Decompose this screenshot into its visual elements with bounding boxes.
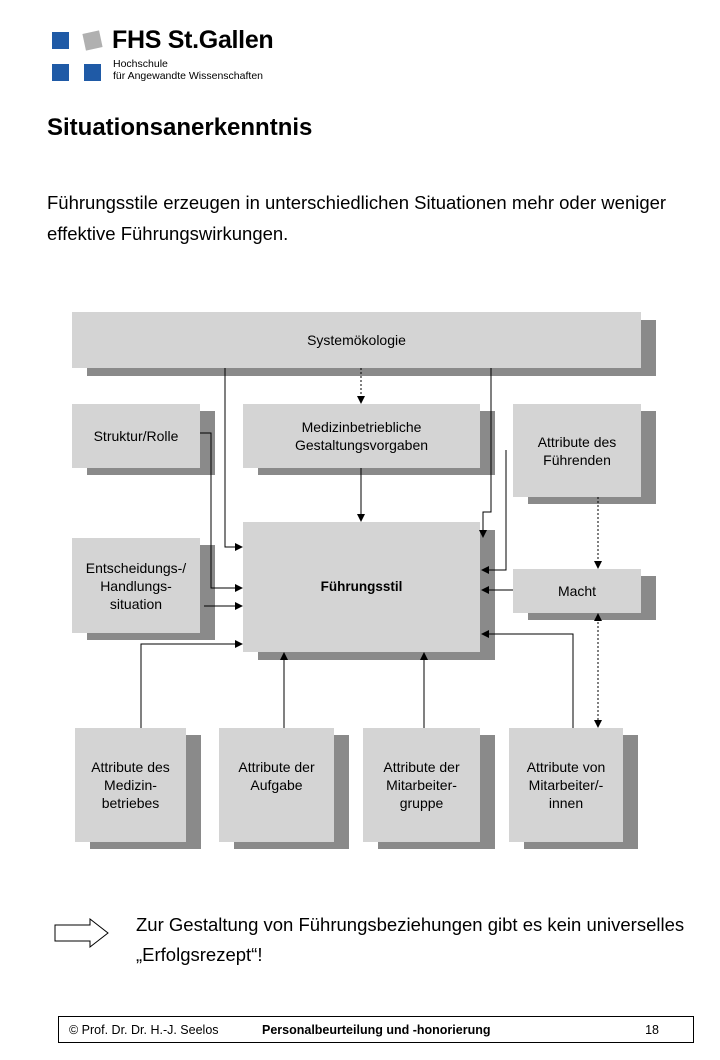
arrow-mitarbeiter-fuehrungsstil [481, 630, 574, 728]
page-title: Situationsanerkenntnis [47, 114, 313, 141]
box-fuehrungsstil: Führungsstil [243, 522, 480, 652]
arrow-struktur-fuehrungsstil [200, 432, 243, 592]
conclusion-text: Zur Gestaltung von Führungsbeziehungen g… [136, 914, 685, 965]
box-entscheidungssituation: Entscheidungs-/Handlungs-situation [72, 538, 200, 633]
logo-square-1 [52, 32, 69, 49]
footer: © Prof. Dr. Dr. H.-J. Seelos Personalbeu… [58, 1016, 694, 1043]
arrow-systemoekologie-left [224, 368, 243, 551]
box-systemoekologie: Systemökologie [72, 312, 641, 368]
logo-name: FHS St.Gallen [112, 26, 274, 54]
arrow-fuehrende-fuehrungsstil [481, 450, 507, 574]
conclusion-arrow-icon [54, 918, 109, 948]
intro-text: Führungsstile erzeugen in unterschiedlic… [47, 192, 667, 244]
arrow-medizin-fuehrungsstil [140, 640, 243, 728]
logo-square-3 [52, 64, 69, 81]
footer-page-number: 18 [645, 1023, 659, 1037]
box-struktur-rolle: Struktur/Rolle [72, 404, 200, 468]
arrow-systemoekologie-right [479, 368, 492, 538]
footer-copyright: © Prof. Dr. Dr. H.-J. Seelos [69, 1023, 219, 1037]
footer-course: Personalbeurteilung und -honorierung [262, 1023, 491, 1037]
box-macht: Macht [513, 569, 641, 613]
logo-subline-1: Hochschule [113, 58, 168, 70]
logo-subline-2: für Angewandte Wissenschaften [113, 70, 264, 82]
logo-square-4 [84, 64, 101, 81]
